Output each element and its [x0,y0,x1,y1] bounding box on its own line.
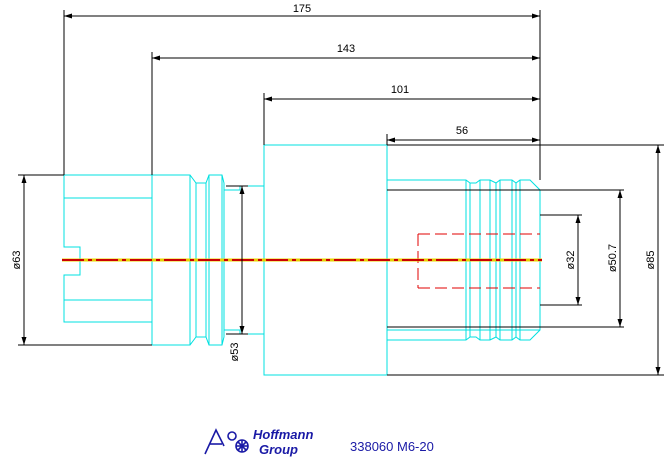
arrow-32-bottom [575,297,581,305]
dim-label-143: 143 [337,43,355,55]
arrow-56-left [387,137,395,143]
arrow-50-bottom [617,319,623,327]
dim-label-53: ø53 [229,343,241,362]
dim-label-32: ø32 [565,251,577,270]
collar-outline-top [152,145,265,191]
arrow-50-top [617,190,623,198]
dimension-lines [18,10,664,376]
arrow-32-top [575,215,581,223]
part-code: 338060 M6-20 [350,439,434,454]
hoffmann-logo: Hoffmann Group [204,427,313,457]
logo-emblem-icon [204,428,249,455]
arrow-175-right [532,13,540,19]
arrow-85-bottom [655,367,661,375]
arrow-63-top [21,175,27,183]
arrow-56-right [532,137,540,143]
arrow-143-left [152,55,160,61]
arrowheads [21,13,661,375]
arrow-101-left [264,96,272,102]
arrow-53-bottom [239,326,245,334]
logo-line-1: Hoffmann [253,427,313,442]
dim-label-56: 56 [456,125,468,137]
dim-label-175: 175 [293,3,311,15]
collar-outline-bottom [152,329,265,375]
dim-label-50-7: ø50.7 [607,244,619,272]
arrow-175-left [64,13,72,19]
dim-label-63-left: ø63 [11,251,23,270]
dim-label-101: 101 [391,84,409,96]
arrow-101-right [532,96,540,102]
arrow-63-bottom [21,337,27,345]
logo-line-2: Group [259,442,298,457]
arrow-143-right [532,55,540,61]
arrow-53-top [239,186,245,194]
dim-label-85: ø85 [645,251,657,270]
arrow-85-top [655,145,661,153]
